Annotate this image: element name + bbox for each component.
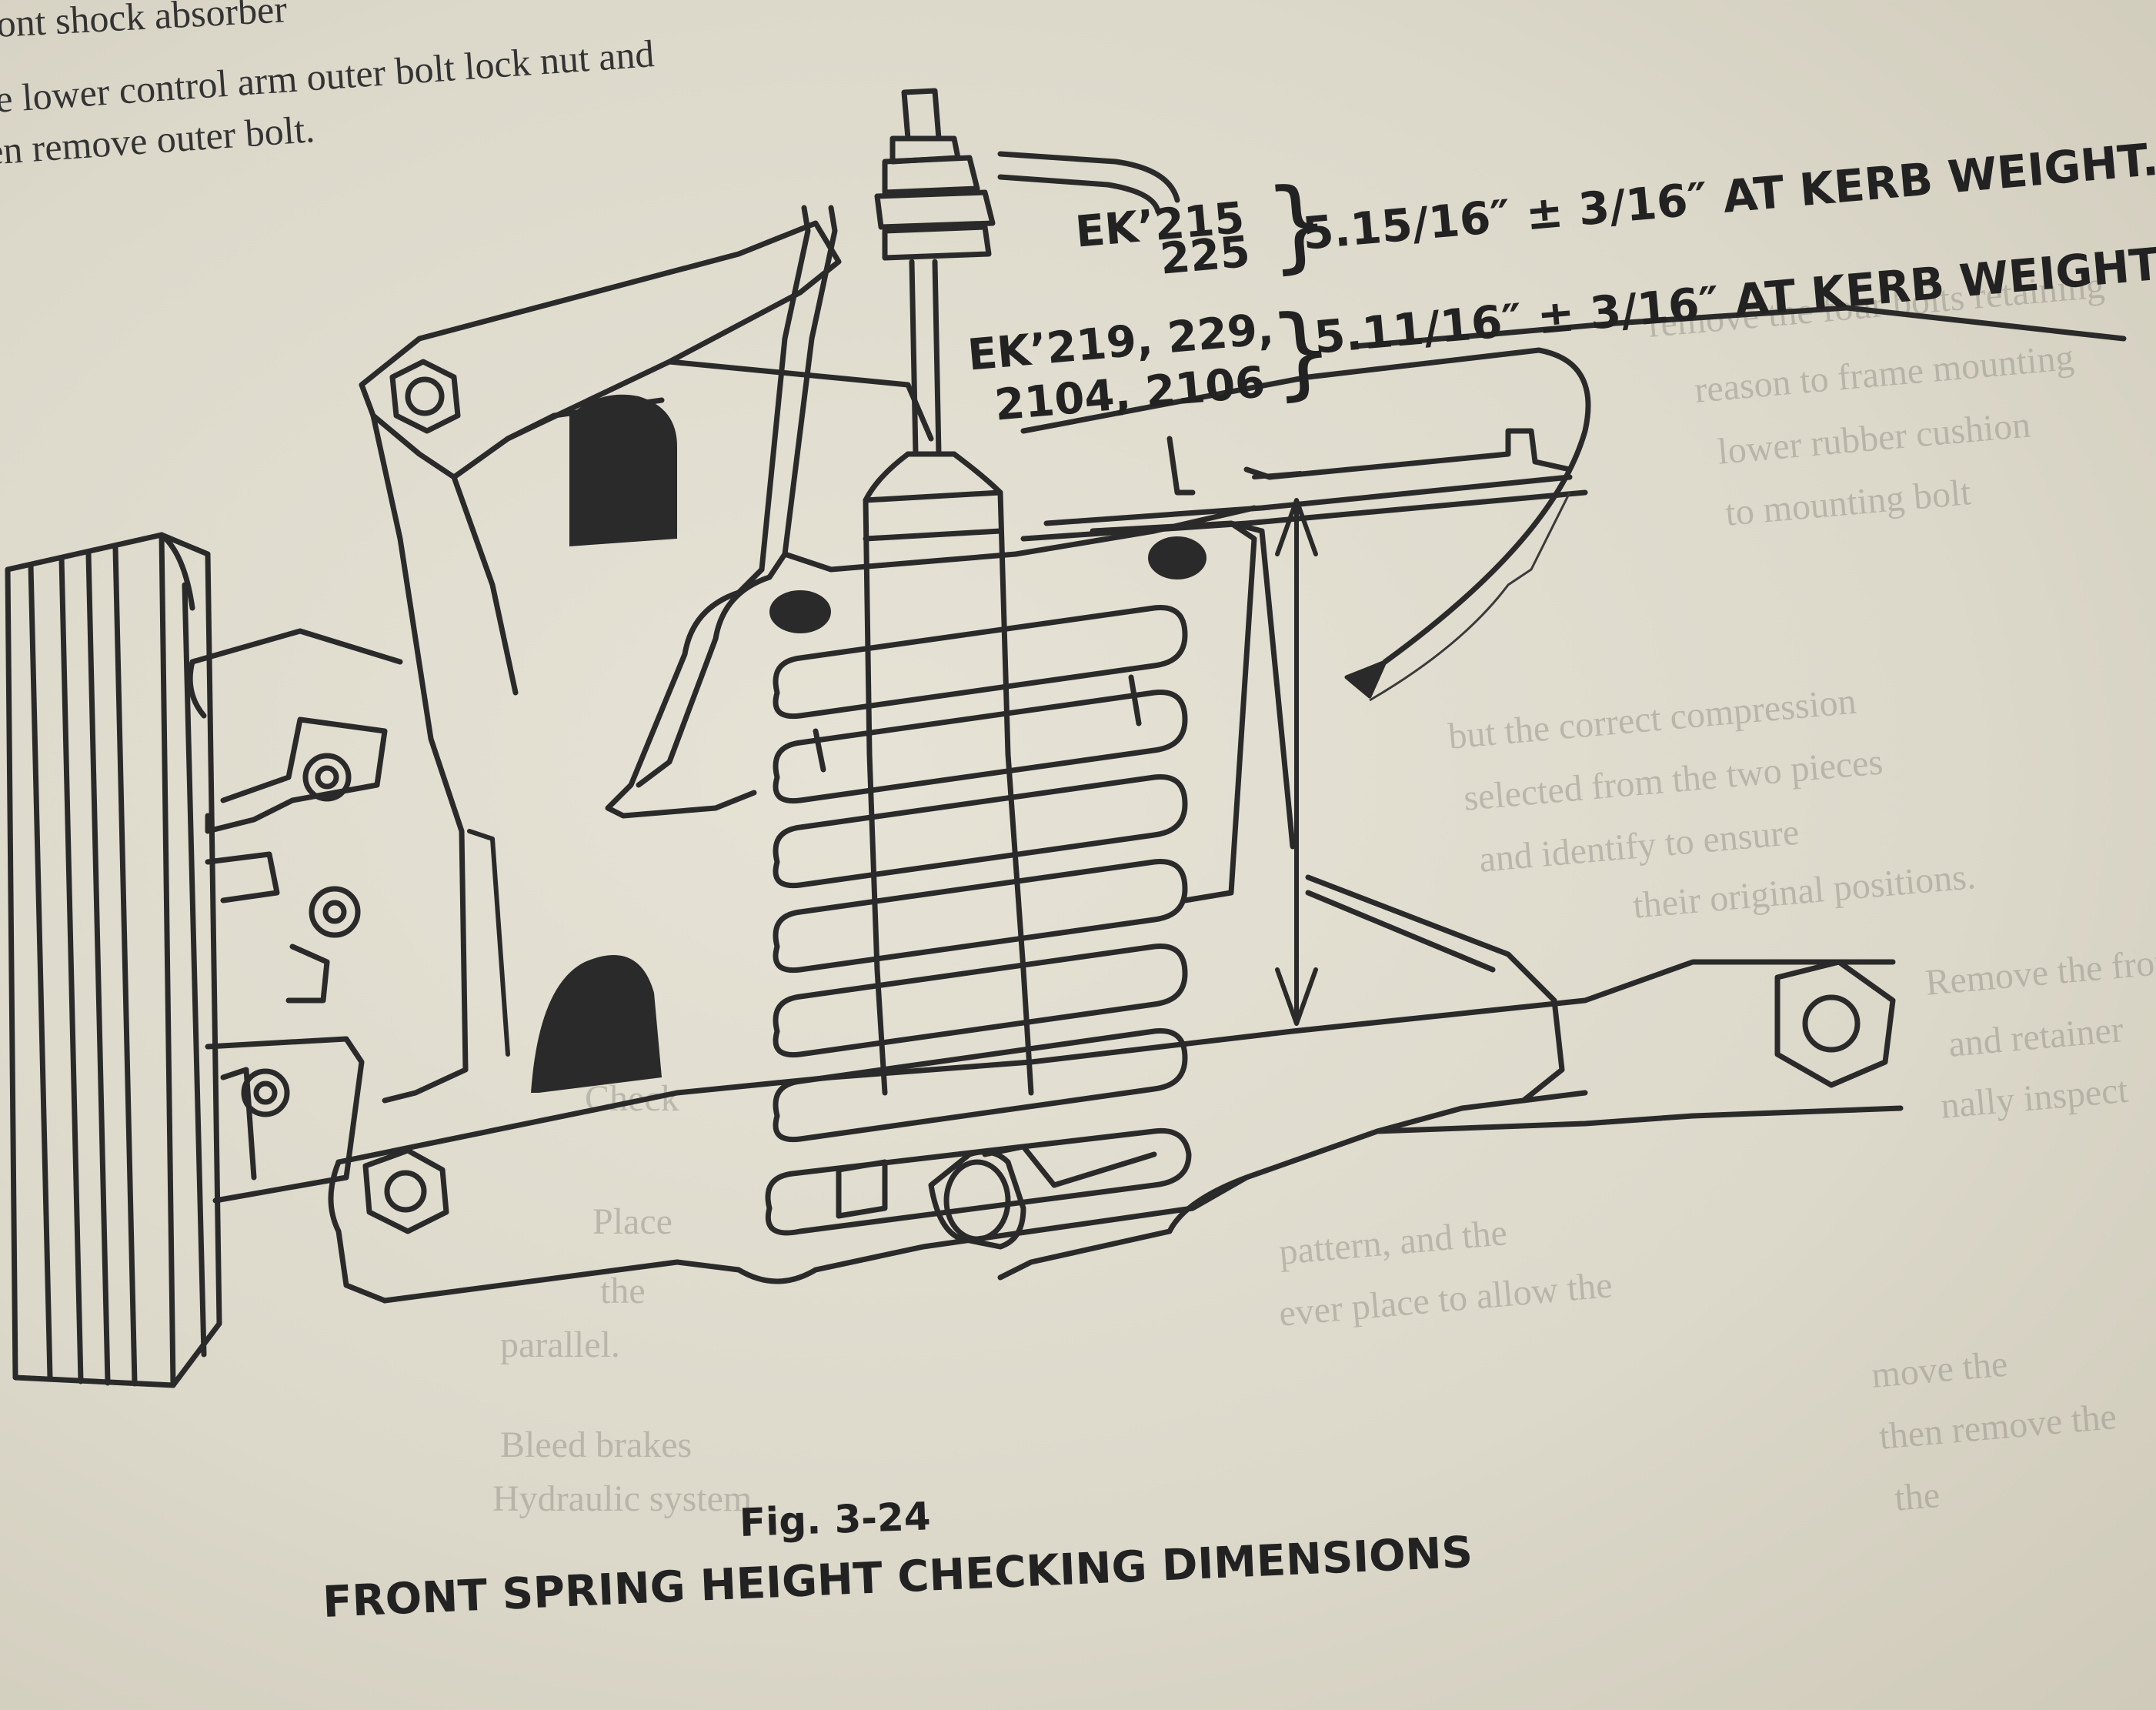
hex-nut-inner xyxy=(1774,959,1896,1088)
hex-nut-upper xyxy=(389,359,461,434)
knuckle-bolts xyxy=(241,753,361,1117)
lower-pivot xyxy=(836,1144,1157,1250)
upper-control-arm xyxy=(359,220,934,1104)
callout-1-models-line2: 225 xyxy=(1158,226,1253,285)
figure-number: Fig. 3-24 xyxy=(739,1494,932,1545)
bleed-line: the xyxy=(600,1271,646,1311)
lower-control-arm xyxy=(328,874,1904,1304)
bleed-line: parallel. xyxy=(500,1324,620,1365)
brake-drum xyxy=(5,532,222,1388)
bleed-line: Bleed brakes xyxy=(500,1424,693,1465)
spring-upper-seat xyxy=(605,205,1588,903)
hex-nut-lower xyxy=(362,1147,449,1234)
shock-absorber xyxy=(863,88,1180,1096)
bleed-line: Hydraulic system xyxy=(492,1478,753,1519)
bleed-line: Place xyxy=(592,1201,672,1242)
coil-spring xyxy=(765,604,1192,1236)
steering-knuckle xyxy=(205,716,388,1204)
